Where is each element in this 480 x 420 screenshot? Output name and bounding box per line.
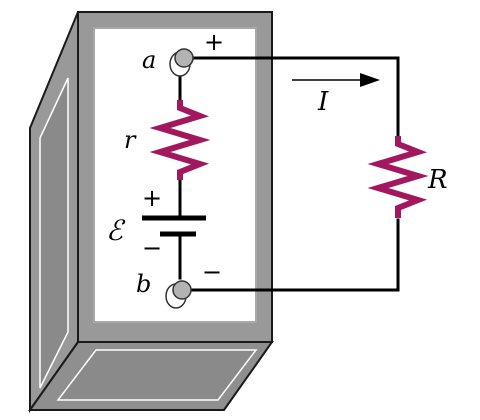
housing-left-bevel <box>39 77 69 389</box>
wire-top <box>182 56 400 140</box>
terminal-b <box>165 280 192 309</box>
housing-front-panel <box>93 27 257 323</box>
housing-bottom-bevel <box>56 349 258 401</box>
label-terminal-a: a <box>142 46 156 74</box>
label-battery-plus: + <box>142 184 162 212</box>
current-arrow-head <box>360 73 380 87</box>
label-external-resistance: R <box>427 165 448 195</box>
internal-resistor-r <box>149 100 211 180</box>
terminal-a-cap <box>174 48 194 68</box>
label-minus-b: − <box>202 258 222 286</box>
current-arrow <box>292 73 380 87</box>
label-internal-resistance: r <box>124 126 137 154</box>
label-plus-a: + <box>204 28 224 56</box>
terminal-a <box>169 48 194 77</box>
label-battery-minus: − <box>142 234 162 262</box>
emf-source <box>142 215 206 237</box>
external-resistor-R <box>367 136 429 218</box>
label-current: I <box>317 87 329 117</box>
terminal-b-cap <box>172 280 192 300</box>
label-terminal-b: b <box>136 270 151 298</box>
wire-bottom <box>182 218 400 292</box>
label-emf: ℰ <box>106 214 126 247</box>
